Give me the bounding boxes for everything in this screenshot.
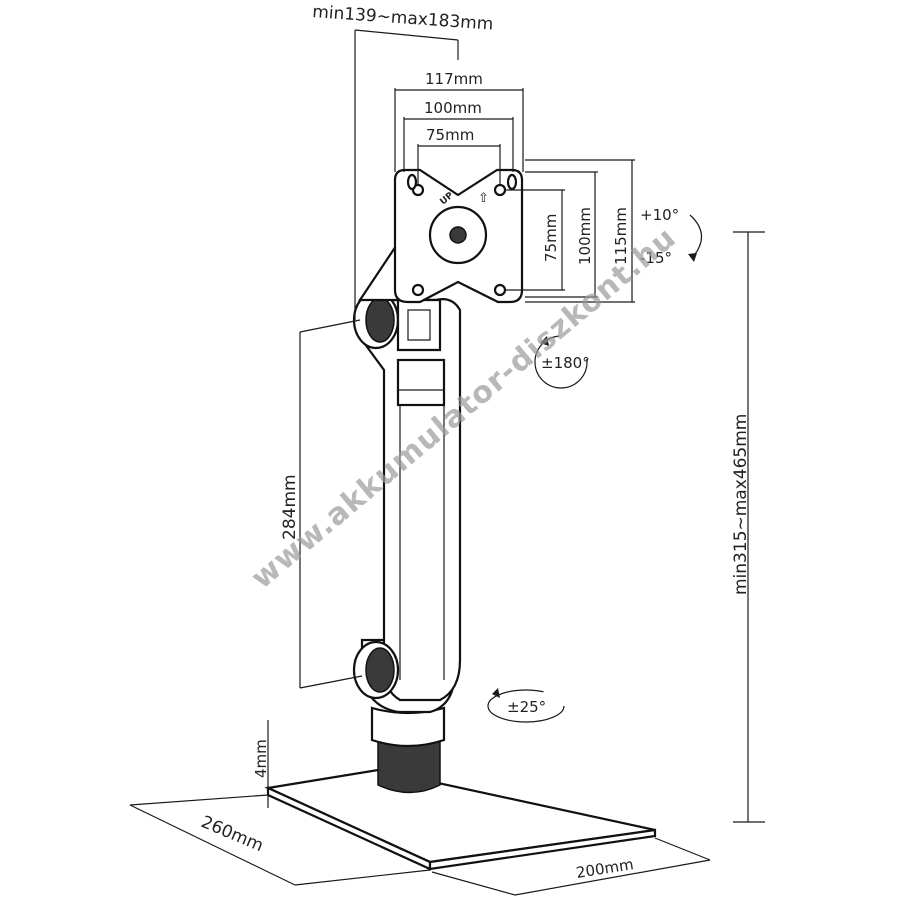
gas-spring-arm: [357, 298, 462, 702]
vesa-75-label: 75mm: [426, 126, 474, 144]
upper-pivot-knob: [352, 290, 400, 350]
column: [370, 706, 446, 794]
dim-height-range: min315~max465mm: [731, 231, 765, 823]
vesa-v100-label: 100mm: [576, 207, 594, 265]
rotation-indicator: ±180°: [534, 335, 590, 389]
dim-base-thickness: 4mm: [252, 720, 270, 808]
vesa-hole-bottom-left: [411, 283, 425, 297]
up-arrow-icon: ⇧: [478, 191, 489, 206]
tilt-arrow-icon: [689, 214, 703, 259]
base-depth-label: 260mm: [198, 812, 266, 856]
vesa-hole-top-right: [493, 183, 507, 197]
tilt-down-label: -15°: [640, 249, 672, 267]
vesa-slot-left: [406, 173, 418, 191]
tilt-indicator: +10° -15°: [640, 206, 703, 267]
base-plate: [264, 768, 657, 871]
dim-vesa-horizontal: 117mm 100mm 75mm: [394, 70, 524, 186]
dim-vesa-vertical: 75mm 100mm 115mm: [505, 159, 635, 303]
lower-pivot-knob: [352, 640, 400, 700]
rotation-label: ±180°: [541, 354, 590, 372]
arm-length-label: 284mm: [280, 474, 300, 540]
swivel-label: ±25°: [507, 698, 546, 716]
vesa-117-label: 117mm: [425, 70, 483, 88]
vesa-v75-label: 75mm: [542, 214, 560, 262]
height-range-label: min315~max465mm: [731, 414, 751, 595]
vesa-slot-right: [506, 173, 518, 191]
base-thickness-label: 4mm: [252, 739, 270, 778]
base-width-label: 200mm: [575, 855, 635, 882]
tilt-up-label: +10°: [640, 206, 679, 224]
arm-reach-label: min139~max183mm: [312, 2, 494, 35]
dim-arm-length: 284mm: [280, 319, 363, 689]
vesa-100-label: 100mm: [424, 99, 482, 117]
swivel-indicator: ±25°: [487, 688, 565, 723]
vesa-plate: UP ⇧: [393, 168, 524, 304]
vesa-v115-label: 115mm: [612, 207, 630, 265]
vesa-hole-bottom-right: [493, 283, 507, 297]
